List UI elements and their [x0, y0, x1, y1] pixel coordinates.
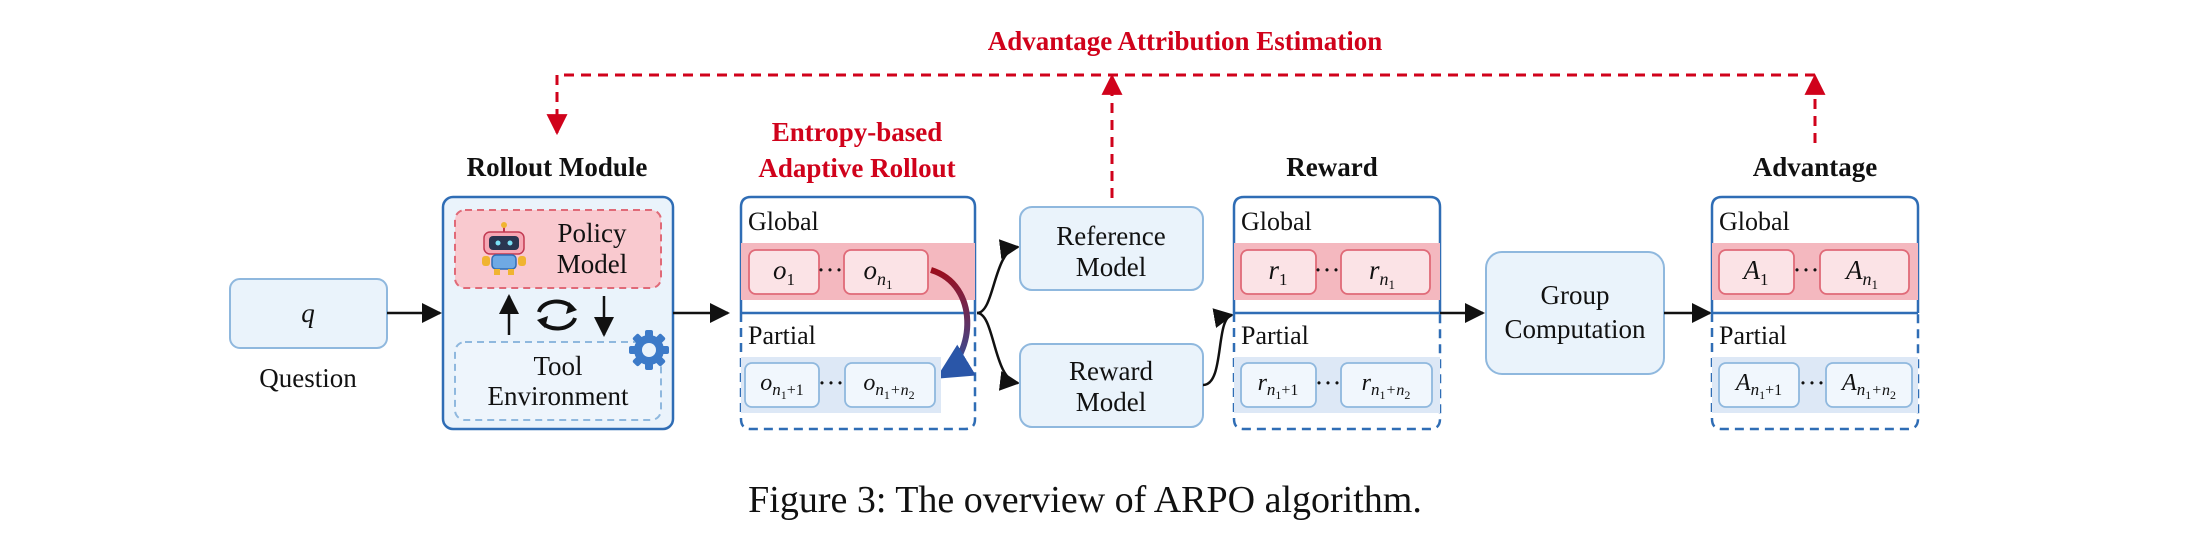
reward-partial-token-last: [1340, 362, 1433, 408]
branching-curve-arrow: [929, 267, 976, 379]
reward-global-ellipsis: ···: [1314, 255, 1341, 285]
adaptive-rollout-title-line1: Entropy-based: [772, 117, 943, 147]
arrow-reward-model-to-reward: [1202, 308, 1234, 387]
question-label: Question: [259, 363, 357, 393]
reward-model-label-line2: Model: [1076, 387, 1147, 417]
reward-model-label-line1: Reward: [1069, 356, 1153, 386]
tool-environment-label-line2: Environment: [488, 381, 629, 411]
adaptive-partial-token-first: [744, 362, 820, 408]
advantage-global-ellipsis: ···: [1793, 255, 1820, 285]
advantage-partial-label: Partial: [1719, 321, 1787, 350]
reward-global-token-last: [1340, 249, 1431, 295]
reward-partial-token-first: [1240, 362, 1317, 408]
advantage-global-token-first-label: A1: [1742, 255, 1769, 289]
reference-model-box: [1019, 206, 1204, 291]
reward-partial-ellipsis: ···: [1315, 368, 1342, 398]
adaptive-partial-ellipsis: ···: [818, 368, 845, 398]
policy-model-label-line2: Model: [557, 249, 628, 279]
advantage-global-label: Global: [1719, 207, 1790, 236]
tool-environment-label-line1: Tool: [533, 351, 582, 381]
reward-global-token-first-label: r1: [1268, 255, 1287, 289]
advantage-attribution-loop: [546, 73, 1817, 198]
reference-model-label-line1: Reference: [1056, 221, 1165, 251]
adaptive-global-ellipsis: ···: [817, 255, 844, 285]
advantage-global-token-last: [1819, 249, 1910, 295]
policy-model-label-line1: Policy: [557, 218, 627, 248]
figure-caption: Figure 3: The overview of ARPO algorithm…: [748, 479, 1422, 521]
reward-title: Reward: [1286, 152, 1377, 182]
reward-global-token-first: [1240, 249, 1317, 295]
adaptive-global-token-last: [843, 249, 929, 295]
adaptive-global-token-first: [748, 249, 820, 295]
reference-model-label-line2: Model: [1076, 252, 1147, 282]
advantage-title: Advantage: [1753, 152, 1878, 182]
advantage-global-token-last-label: An1: [1844, 255, 1878, 292]
adaptive-global-token-last-label: on1: [864, 255, 893, 292]
refresh-cycle-icon: [537, 299, 577, 331]
reward-partial-token-last-label: rn1+n2: [1362, 370, 1411, 402]
tool-environment-box: [454, 341, 662, 421]
question-symbol: q: [301, 298, 315, 328]
arrow-to-reward-model: [976, 311, 1020, 391]
adaptive-global-label: Global: [748, 207, 819, 236]
advantage-partial-token-last: [1825, 362, 1913, 408]
advantage-partial-ellipsis: ···: [1799, 368, 1826, 398]
adaptive-partial-label: Partial: [748, 321, 816, 350]
group-computation-box: [1485, 251, 1665, 375]
advantage-global-token-first: [1718, 249, 1795, 295]
adaptive-partial-token-first-label: on1+1: [760, 370, 804, 402]
group-computation-label-line2: Computation: [1505, 314, 1646, 344]
advantage-partial-token-first-label: An1+1: [1734, 370, 1782, 402]
advantage-partial-token-last-label: An1+n2: [1840, 370, 1896, 402]
group-computation-label-line1: Group: [1541, 280, 1610, 310]
adaptive-partial-token-last: [844, 362, 936, 408]
adaptive-global-token-first-label: o1: [773, 255, 795, 289]
robot-icon: [482, 222, 526, 275]
adaptive-partial-token-last-label: on1+n2: [863, 370, 914, 402]
advantage-partial-token-first: [1718, 362, 1800, 408]
adaptive-rollout-title-line2: Adaptive Rollout: [758, 153, 955, 183]
reward-global-token-last-label: rn1: [1369, 255, 1395, 292]
reward-partial-token-first-label: rn1+1: [1258, 370, 1299, 402]
reward-global-label: Global: [1241, 207, 1312, 236]
reward-partial-label: Partial: [1241, 321, 1309, 350]
rollout-module-title: Rollout Module: [467, 152, 648, 182]
diagram-title: Advantage Attribution Estimation: [988, 26, 1383, 56]
gear-icon: [629, 330, 669, 370]
arrow-to-reference-model: [976, 239, 1020, 315]
